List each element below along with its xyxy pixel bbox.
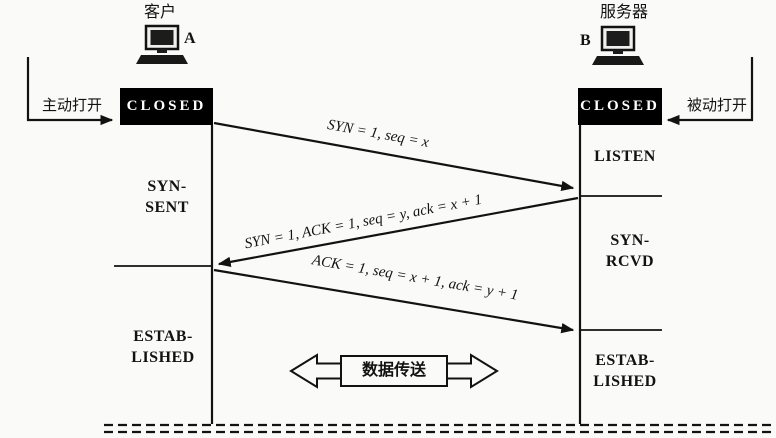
client-closed-state-box: CLOSED — [120, 88, 213, 125]
syn-segment-arrow — [213, 121, 575, 192]
data-transfer-right-arrowhead — [445, 353, 499, 389]
client-state-syn-sent: SYN- SENT — [145, 178, 189, 216]
active-open-label: 主动打开 — [41, 98, 102, 114]
data-transfer-double-arrow — [289, 353, 499, 389]
ack-segment-arrow — [213, 268, 575, 334]
data-transfer-left-arrowhead — [289, 353, 343, 389]
client-computer-icon — [136, 24, 188, 64]
data-transfer-box — [340, 355, 448, 387]
server-title: 服务器 — [599, 4, 648, 21]
server-computer-icon — [592, 25, 644, 65]
server-state-established: ESTAB- LISHED — [593, 352, 657, 390]
client-host-label: A — [184, 30, 196, 47]
client-title: 客户 — [143, 4, 176, 21]
passive-open-label: 被动打开 — [686, 98, 747, 114]
server-host-label: B — [580, 32, 591, 49]
passive-open-arrow — [666, 57, 754, 126]
client-state-established: ESTAB- LISHED — [131, 328, 195, 366]
active-open-arrow — [26, 57, 114, 126]
server-state-syn-rcvd: SYN- RCVD — [605, 232, 655, 270]
server-state-listen: LISTEN — [594, 148, 656, 165]
syn-ack-segment-arrow — [217, 196, 579, 267]
data-transfer-label: 数据传送 — [361, 362, 426, 379]
server-closed-state-box: CLOSED — [578, 88, 662, 125]
